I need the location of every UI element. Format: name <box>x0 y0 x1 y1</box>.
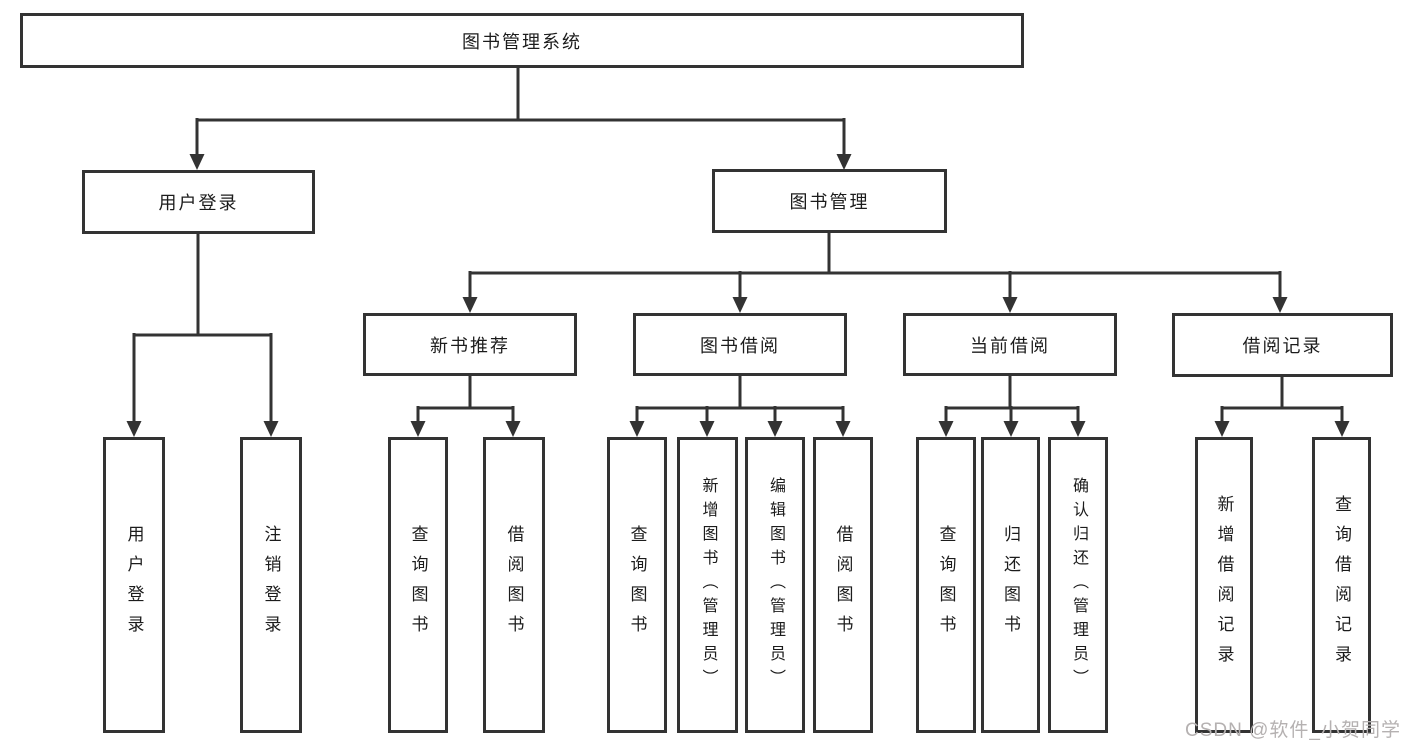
node-user-login: 用户登录 <box>82 170 315 234</box>
leaf-user-login: 用户登录 <box>103 437 165 733</box>
node-book-borrow: 图书借阅 <box>633 313 847 376</box>
leaf-borrow-add-books-admin: 新增图书（管理员） <box>677 437 738 733</box>
node-new-book-recommend-label: 新书推荐 <box>430 335 510 356</box>
leaf-borrow-add-books-admin-label: 新增图书（管理员） <box>699 477 717 693</box>
leaf-current-confirm-return-admin: 确认归还（管理员） <box>1048 437 1108 733</box>
leaf-borrow-edit-books-admin-label: 编辑图书（管理员） <box>767 477 784 693</box>
leaf-records-query-record: 查询借阅记录 <box>1312 437 1371 733</box>
node-current-borrow-label: 当前借阅 <box>970 335 1050 356</box>
leaf-current-return-books: 归还图书 <box>981 437 1040 733</box>
leaf-current-query-books-label: 查询图书 <box>936 525 956 645</box>
leaf-recommend-borrow-books: 借阅图书 <box>483 437 545 733</box>
node-book-management: 图书管理 <box>712 169 947 233</box>
node-book-borrow-label: 图书借阅 <box>700 335 780 356</box>
leaf-recommend-borrow-books-label: 借阅图书 <box>504 525 524 645</box>
node-root: 图书管理系统 <box>20 13 1024 68</box>
node-book-management-label: 图书管理 <box>789 192 870 212</box>
leaf-user-login-label: 用户登录 <box>124 525 144 645</box>
node-current-borrow: 当前借阅 <box>903 313 1117 376</box>
leaf-logout: 注销登录 <box>240 437 302 733</box>
leaf-borrow-query-books: 查询图书 <box>607 437 667 733</box>
leaf-borrow-borrow-books: 借阅图书 <box>813 437 873 733</box>
node-user-login-label: 用户登录 <box>158 193 239 213</box>
leaf-records-add-record-label: 新增借阅记录 <box>1214 495 1234 675</box>
leaf-current-return-books-label: 归还图书 <box>1001 525 1020 645</box>
csdn-watermark: CSDN @软件_小贺同学 <box>1185 720 1401 741</box>
leaf-borrow-query-books-label: 查询图书 <box>627 525 647 645</box>
leaf-logout-label: 注销登录 <box>261 525 281 645</box>
leaf-current-query-books: 查询图书 <box>916 437 976 733</box>
node-root-label: 图书管理系统 <box>462 31 582 52</box>
leaf-recommend-query-books: 查询图书 <box>388 437 448 733</box>
leaf-recommend-query-books-label: 查询图书 <box>408 525 428 645</box>
node-borrow-records: 借阅记录 <box>1172 313 1393 377</box>
leaf-records-query-record-label: 查询借阅记录 <box>1332 495 1351 675</box>
leaf-records-add-record: 新增借阅记录 <box>1195 437 1253 733</box>
node-new-book-recommend: 新书推荐 <box>363 313 577 376</box>
leaf-borrow-edit-books-admin: 编辑图书（管理员） <box>745 437 805 733</box>
leaf-borrow-borrow-books-label: 借阅图书 <box>833 525 853 645</box>
leaf-current-confirm-return-admin-label: 确认归还（管理员） <box>1070 477 1087 693</box>
node-borrow-records-label: 借阅记录 <box>1242 336 1323 356</box>
